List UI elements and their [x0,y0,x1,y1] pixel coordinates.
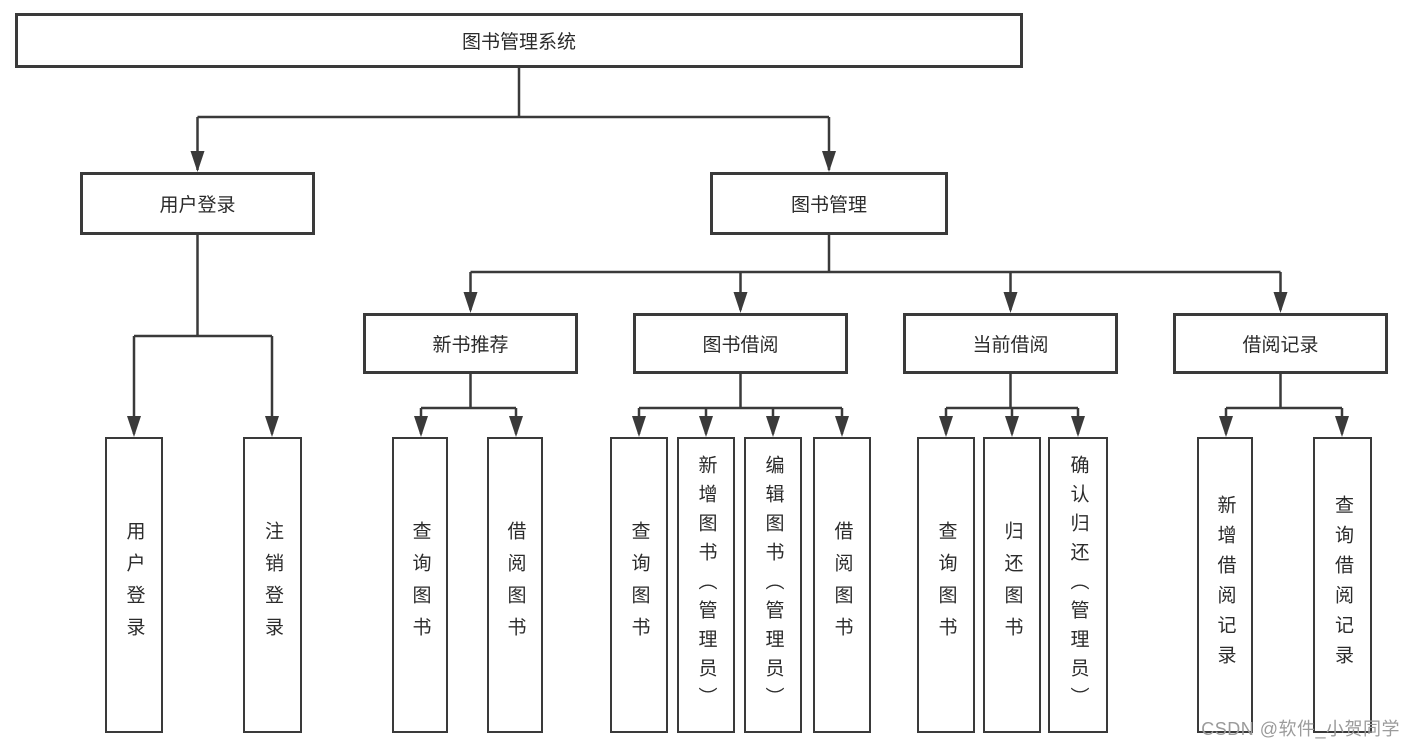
leaf-borrow-books-recommend: 借阅图书 [487,437,543,733]
leaf-user-login: 用户登录 [105,437,163,733]
csdn-watermark: CSDN @软件_小贺同学 [1201,719,1400,739]
leaf-query-books-recommend: 查询图书 [392,437,448,733]
leaf-logout: 注销登录 [243,437,302,733]
leaf-query-books-current: 查询图书 [917,437,975,733]
leaf-add-books-admin: 新增图书（管理员） [677,437,735,733]
node-current-borrow: 当前借阅 [903,313,1118,374]
leaf-edit-books-admin: 编辑图书（管理员） [744,437,802,733]
leaf-query-books-borrow: 查询图书 [610,437,668,733]
node-book-borrow: 图书借阅 [633,313,848,374]
node-new-book-recommend: 新书推荐 [363,313,578,374]
leaf-add-borrow-record: 新增借阅记录 [1197,437,1253,733]
node-library-management-system: 图书管理系统 [15,13,1023,68]
node-borrow-records: 借阅记录 [1173,313,1388,374]
leaf-return-books: 归还图书 [983,437,1041,733]
leaf-confirm-return-admin: 确认归还（管理员） [1048,437,1108,733]
node-user-login: 用户登录 [80,172,315,235]
node-book-management: 图书管理 [710,172,948,235]
leaf-borrow-books: 借阅图书 [813,437,871,733]
leaf-query-borrow-record: 查询借阅记录 [1313,437,1372,733]
